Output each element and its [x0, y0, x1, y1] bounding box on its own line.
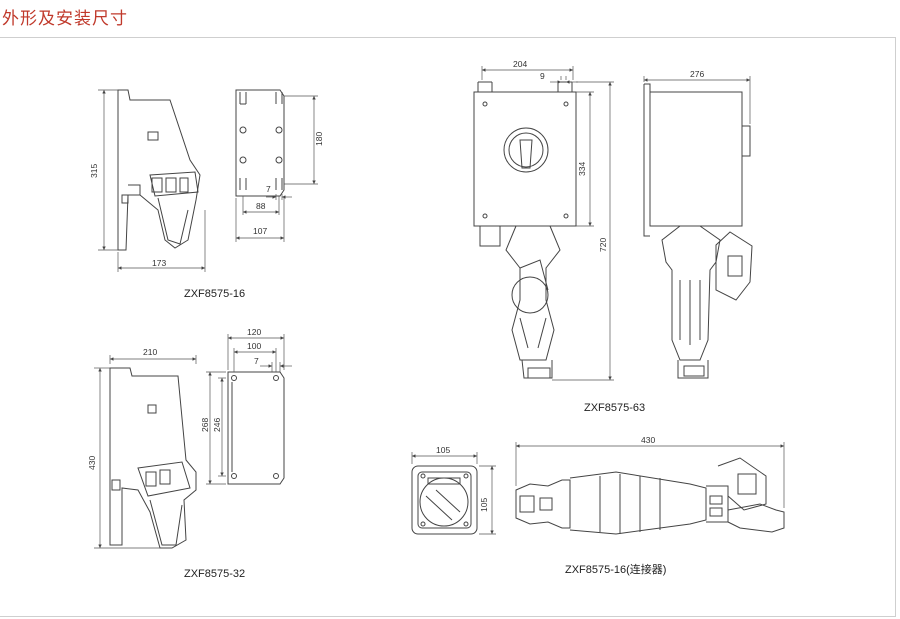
zxf63-front-dim-lines — [481, 66, 614, 381]
zxf16-hole-label: 7 — [266, 184, 271, 194]
zxf16-width-label: 173 — [152, 258, 166, 268]
zxf16-caption: ZXF8575-16 — [184, 288, 245, 300]
zxf16c-front-dim-lines — [411, 452, 496, 535]
zxf32-h268-label: 268 — [200, 418, 210, 432]
zxf16-dim-lines — [98, 89, 206, 272]
zxf32-caption: ZXF8575-32 — [184, 568, 245, 580]
zxf63-side-dim-lines — [643, 76, 751, 124]
zxf16c-front-view — [411, 465, 478, 535]
zxf32-mount-dim-lines — [206, 334, 292, 485]
zxf32-h246-label: 246 — [212, 418, 222, 432]
zxf32-mount-plate — [227, 371, 285, 485]
zxf16c-l430-label: 430 — [641, 435, 655, 445]
zxf16-side-view — [117, 89, 201, 251]
zxf16-mount-height-label: 180 — [314, 132, 324, 146]
zxf16c-side-dim-lines — [515, 442, 785, 508]
zxf32-w120-label: 120 — [247, 327, 261, 337]
zxf16-height-label: 315 — [89, 164, 99, 178]
zxf16-mount-width-label: 107 — [253, 226, 267, 236]
zxf63-w276-label: 276 — [690, 69, 704, 79]
zxf63-w9-label: 9 — [540, 71, 545, 81]
zxf16c-h105-label: 105 — [479, 498, 489, 512]
zxf16c-caption: ZXF8575-16(连接器) — [565, 563, 666, 576]
zxf63-side-view — [643, 83, 753, 379]
zxf32-w100-label: 100 — [247, 341, 261, 351]
zxf16-mount-plate — [235, 89, 285, 197]
zxf32-dim-lines — [94, 355, 197, 549]
zxf63-caption: ZXF8575-63 — [584, 402, 645, 414]
zxf32-height-label: 430 — [87, 456, 97, 470]
zxf16c-w105-label: 105 — [436, 445, 450, 455]
page-title: 外形及安装尺寸 — [2, 9, 128, 29]
drawing-frame — [0, 37, 896, 617]
zxf63-w204-label: 204 — [513, 59, 527, 69]
zxf32-side-view — [109, 367, 197, 549]
zxf63-h720-label: 720 — [598, 238, 608, 252]
zxf32-width-label: 210 — [143, 347, 157, 357]
zxf16c-side-view — [515, 457, 785, 535]
zxf32-hole-label: 7 — [254, 356, 259, 366]
zxf63-front-view — [473, 81, 577, 379]
zxf63-h334-label: 334 — [577, 162, 587, 176]
zxf16-mount-dim-lines — [235, 95, 318, 242]
zxf16-pitch-label: 88 — [256, 201, 266, 211]
